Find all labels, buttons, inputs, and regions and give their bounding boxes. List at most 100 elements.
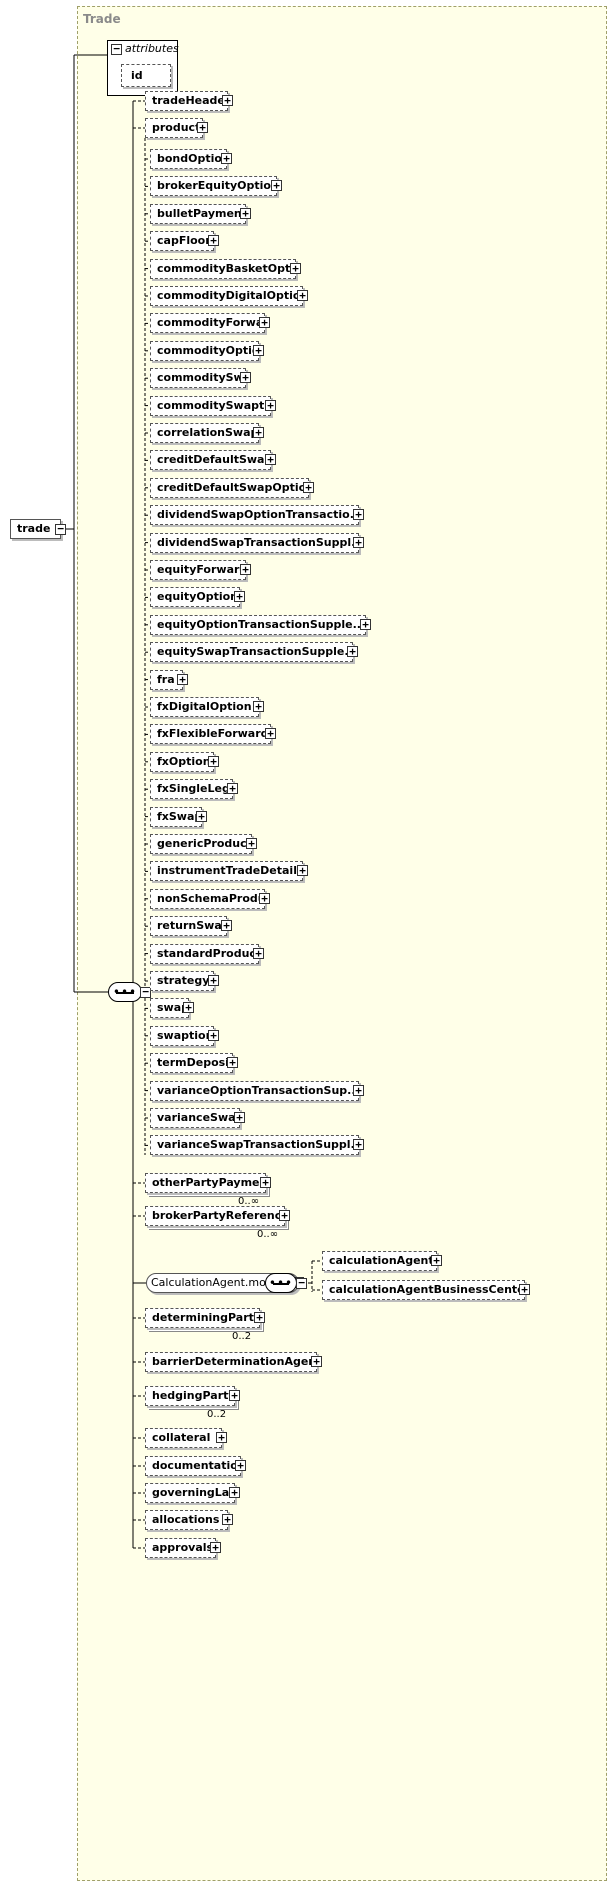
choice-item-9[interactable]: commoditySwaption	[150, 396, 271, 416]
choice-item-12[interactable]: creditDefaultSwapOption	[150, 478, 309, 498]
choice-item-2[interactable]: bulletPayment	[150, 204, 246, 224]
choice-item-22-expand-icon[interactable]: +	[208, 756, 219, 767]
choice-item-6[interactable]: commodityForward	[150, 313, 265, 333]
sequence-item-otherpartypayment[interactable]: otherPartyPayment	[145, 1173, 266, 1193]
choice-item-27[interactable]: nonSchemaProduct	[150, 889, 265, 909]
choice-item-21[interactable]: fxFlexibleForward	[150, 724, 271, 744]
sequence-item-governinglaw[interactable]: governingLaw	[145, 1483, 235, 1503]
choice-item-7-expand-icon[interactable]: +	[253, 345, 264, 356]
sequence-item-hedgingparty[interactable]: hedgingParty	[145, 1386, 235, 1406]
choice-item-30[interactable]: strategy	[150, 971, 214, 991]
sequence-item-approvals-expand-icon[interactable]: +	[210, 1542, 221, 1553]
choice-item-33[interactable]: termDeposit	[150, 1053, 233, 1073]
choice-item-23-expand-icon[interactable]: +	[227, 783, 238, 794]
choice-item-29[interactable]: standardProduct	[150, 944, 259, 964]
choice-item-19[interactable]: fra	[150, 670, 183, 690]
sequence-item-product[interactable]: product	[145, 118, 203, 138]
choice-item-35[interactable]: varianceSwap	[150, 1108, 240, 1128]
sequence-item-product-expand-icon[interactable]: +	[197, 122, 208, 133]
choice-item-24[interactable]: fxSwap	[150, 807, 202, 827]
choice-item-2-expand-icon[interactable]: +	[240, 208, 251, 219]
sequence-item-calculationagent-model[interactable]: CalculationAgent.model	[146, 1273, 299, 1293]
choice-item-9-expand-icon[interactable]: +	[265, 400, 276, 411]
choice-item-3[interactable]: capFloor	[150, 231, 214, 251]
choice-item-17-expand-icon[interactable]: +	[360, 619, 371, 630]
choice-item-10-expand-icon[interactable]: +	[253, 427, 264, 438]
attribute-id[interactable]	[121, 64, 171, 87]
choice-item-8[interactable]: commoditySwap	[150, 368, 246, 388]
choice-item-3-expand-icon[interactable]: +	[208, 235, 219, 246]
choice-item-4-expand-icon[interactable]: +	[290, 263, 301, 274]
choice-item-11-expand-icon[interactable]: +	[265, 454, 276, 465]
choice-item-12-expand-icon[interactable]: +	[303, 482, 314, 493]
choice-item-28[interactable]: returnSwap	[150, 916, 227, 936]
choice-item-5-expand-icon[interactable]: +	[297, 290, 308, 301]
choice-item-1-expand-icon[interactable]: +	[271, 180, 282, 191]
sequence-item-documentation-expand-icon[interactable]: +	[235, 1460, 246, 1471]
choice-item-14-expand-icon[interactable]: +	[353, 537, 364, 548]
sequence-item-brokerpartyreference[interactable]: brokerPartyReference	[145, 1206, 285, 1226]
choice-item-1[interactable]: brokerEquityOption	[150, 176, 277, 196]
choice-item-29-expand-icon[interactable]: +	[253, 948, 264, 959]
sequence-item-allocations-expand-icon[interactable]: +	[222, 1514, 233, 1525]
sequence-item-barrierdeterminationagent-expand-icon[interactable]: +	[311, 1356, 322, 1367]
calculation-agent-item-1[interactable]: calculationAgentBusinessCenter	[322, 1280, 525, 1300]
choice-item-30-expand-icon[interactable]: +	[208, 975, 219, 986]
choice-item-32-expand-icon[interactable]: +	[208, 1030, 219, 1041]
sequence-item-tradeheader[interactable]: tradeHeader	[145, 91, 228, 111]
choice-item-35-expand-icon[interactable]: +	[234, 1112, 245, 1123]
attributes-collapse-icon[interactable]: −	[111, 43, 122, 55]
choice-item-14[interactable]: dividendSwapTransactionSuppl...	[150, 533, 359, 553]
choice-item-11[interactable]: creditDefaultSwap	[150, 450, 271, 470]
sequence-item-collateral-expand-icon[interactable]: +	[216, 1432, 227, 1443]
choice-item-13-expand-icon[interactable]: +	[353, 509, 364, 520]
sequence-item-collateral[interactable]: collateral	[145, 1428, 222, 1448]
choice-item-19-expand-icon[interactable]: +	[177, 674, 188, 685]
choice-item-25[interactable]: genericProduct	[150, 834, 252, 854]
choice-item-4[interactable]: commodityBasketOption	[150, 259, 296, 279]
choice-item-24-expand-icon[interactable]: +	[196, 811, 207, 822]
sequence-item-brokerpartyreference-expand-icon[interactable]: +	[279, 1210, 290, 1221]
sequence-item-hedgingparty-expand-icon[interactable]: +	[229, 1390, 240, 1401]
calculation-agent-item-0[interactable]: calculationAgent	[322, 1251, 437, 1271]
choice-item-18-expand-icon[interactable]: +	[347, 646, 358, 657]
choice-item-6-expand-icon[interactable]: +	[259, 317, 270, 328]
choice-item-18[interactable]: equitySwapTransactionSupple...	[150, 642, 353, 662]
choice-item-33-expand-icon[interactable]: +	[227, 1057, 238, 1068]
choice-item-10[interactable]: correlationSwap	[150, 423, 259, 443]
choice-item-7[interactable]: commodityOption	[150, 341, 259, 361]
choice-item-17[interactable]: equityOptionTransactionSupple...	[150, 615, 366, 635]
choice-item-34[interactable]: varianceOptionTransactionSup...	[150, 1081, 359, 1101]
choice-item-26-expand-icon[interactable]: +	[297, 865, 308, 876]
choice-item-5[interactable]: commodityDigitalOption	[150, 286, 303, 306]
sequence-item-determiningparty-expand-icon[interactable]: +	[254, 1312, 265, 1323]
choice-item-15-expand-icon[interactable]: +	[240, 564, 251, 575]
choice-item-16-expand-icon[interactable]: +	[234, 591, 245, 602]
sequence-item-governinglaw-expand-icon[interactable]: +	[229, 1487, 240, 1498]
choice-item-36[interactable]: varianceSwapTransactionSuppl...	[150, 1135, 359, 1155]
choice-item-0-expand-icon[interactable]: +	[221, 153, 232, 164]
choice-item-20[interactable]: fxDigitalOption	[150, 697, 259, 717]
choice-item-25-expand-icon[interactable]: +	[246, 838, 257, 849]
choice-item-34-expand-icon[interactable]: +	[353, 1085, 364, 1096]
choice-item-28-expand-icon[interactable]: +	[221, 920, 232, 931]
choice-item-36-expand-icon[interactable]: +	[353, 1139, 364, 1150]
calculation-agent-item-0-expand-icon[interactable]: +	[431, 1255, 442, 1266]
choice-item-13[interactable]: dividendSwapOptionTransactio...	[150, 505, 359, 525]
sequence-item-approvals[interactable]: approvals	[145, 1538, 216, 1558]
calculation-agent-collapse-icon[interactable]: −	[296, 1277, 307, 1289]
root-collapse-icon[interactable]: −	[55, 523, 66, 535]
sequence-collapse-icon[interactable]: −	[140, 986, 151, 998]
choice-item-15[interactable]: equityForward	[150, 560, 246, 580]
sequence-item-documentation[interactable]: documentation	[145, 1456, 241, 1476]
calculation-agent-item-1-expand-icon[interactable]: +	[519, 1284, 530, 1295]
sequence-item-barrierdeterminationagent[interactable]: barrierDeterminationAgent	[145, 1352, 317, 1372]
choice-item-20-expand-icon[interactable]: +	[253, 701, 264, 712]
choice-item-23[interactable]: fxSingleLeg	[150, 779, 233, 799]
choice-item-21-expand-icon[interactable]: +	[265, 728, 276, 739]
choice-item-8-expand-icon[interactable]: +	[240, 372, 251, 383]
root-element-trade[interactable]: trade	[10, 519, 61, 539]
choice-item-22[interactable]: fxOption	[150, 752, 214, 772]
choice-item-27-expand-icon[interactable]: +	[259, 893, 270, 904]
choice-item-31[interactable]: swap	[150, 998, 189, 1018]
